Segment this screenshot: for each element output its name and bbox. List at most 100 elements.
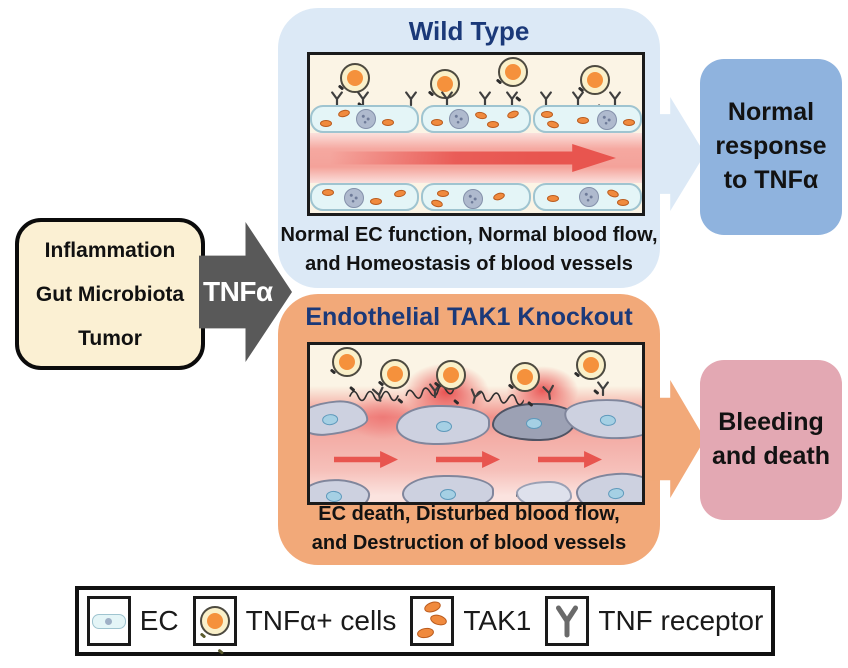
legend-label-tnf-receptor: TNF receptor <box>598 605 764 636</box>
tnfa-cell-icon <box>436 360 466 390</box>
tak1-icon <box>437 190 450 197</box>
dead-ec-cell <box>310 397 370 439</box>
ec-nucleus <box>436 421 452 432</box>
ec-nucleus <box>321 413 339 426</box>
legend-label-tnfa-cells: TNFα+ cells <box>245 605 397 636</box>
cause-inflammation: Inflammation <box>44 238 176 262</box>
tnf-receptor-icon <box>597 381 609 396</box>
knockout-outcome-arrow-icon <box>647 380 705 498</box>
tak1-icon <box>320 120 332 127</box>
tnfa-cell-icon <box>380 359 410 389</box>
tak1-icon <box>322 189 334 196</box>
knockout-caption: EC death, Disturbed blood flow, and Dest… <box>278 500 660 557</box>
wild-type-title: Wild Type <box>408 16 530 46</box>
tak1-icon <box>540 111 553 118</box>
ec-icon <box>86 596 131 646</box>
tak1-icon <box>487 121 500 128</box>
outcome-normal-label: Normal response to TNFα <box>715 98 827 194</box>
ec-nucleus <box>578 187 599 207</box>
tnf-receptor-icon <box>572 91 584 106</box>
dead-ec-cell <box>396 405 490 445</box>
disturbed-flow-arrow-icon <box>538 451 602 468</box>
tnfa-cell-icon <box>498 57 528 87</box>
dead-ec-cell <box>516 481 572 502</box>
tnf-receptor-icon <box>609 91 621 106</box>
tak1-icon <box>492 191 507 202</box>
dead-ec-cell <box>402 475 494 502</box>
wild-type-caption-line1: Normal EC function, Normal blood flow, <box>280 224 658 247</box>
ec-nucleus <box>463 189 484 209</box>
tak1-icon <box>410 596 455 646</box>
knockout-title: Endothelial TAK1 Knockout <box>305 303 633 331</box>
legend-item-tnfa-cells: TNFα+ cells <box>192 596 397 646</box>
tak1-icon <box>545 119 560 130</box>
wild-type-panel: Wild Type <box>278 8 660 288</box>
ec-nucleus <box>596 110 617 130</box>
wild-type-illustration <box>307 52 645 216</box>
legend-item-tak1: TAK1 <box>410 596 531 646</box>
tnf-receptor-icon <box>405 91 417 106</box>
tnf-receptor-icon <box>545 596 590 646</box>
disturbed-flow-arrow-icon <box>334 451 398 468</box>
ec-cell <box>532 105 642 133</box>
legend-label-tak1: TAK1 <box>463 605 532 636</box>
tnfa-cell-icon <box>510 362 540 392</box>
wild-type-caption: Normal EC function, Normal blood flow, a… <box>278 221 660 278</box>
dying-ec-cell <box>492 403 576 441</box>
ec-nucleus <box>356 109 376 129</box>
tak1-icon <box>576 117 589 124</box>
tnf-receptor-icon <box>479 91 491 106</box>
tak1-icon <box>616 199 629 206</box>
cause-gut-microbiota: Gut Microbiota <box>35 282 185 306</box>
blood-flow-arrow-icon <box>324 144 616 172</box>
legend-item-ec: EC <box>86 596 179 646</box>
causes-box: Inflammation Gut Microbiota Tumor <box>15 218 205 370</box>
knockout-caption-line2: and Destruction of blood vessels <box>311 531 627 554</box>
ec-row-top <box>310 105 642 133</box>
tak1-icon <box>393 188 407 199</box>
wild-type-caption-line2: and Homeostasis of blood vessels <box>305 252 633 275</box>
ec-row-bottom <box>310 183 642 211</box>
tnfa-cell-icon <box>340 63 370 93</box>
blood-flow <box>310 133 642 183</box>
outcome-bleeding-label: Bleeding and death <box>711 408 831 470</box>
ec-nucleus <box>449 109 470 129</box>
tnf-receptor-icon <box>371 386 387 403</box>
ec-cell <box>310 105 420 133</box>
tak1-icon <box>546 195 559 202</box>
tnfa-cell-icon <box>580 65 610 95</box>
cause-tumor: Tumor <box>78 326 142 350</box>
legend-item-tnf-receptor: TNF receptor <box>545 596 763 646</box>
tak1-icon <box>474 110 488 121</box>
dead-ec-cell <box>562 395 642 443</box>
tnf-receptor-icon <box>542 384 556 401</box>
ec-nucleus <box>607 487 625 500</box>
tak1-icon <box>430 198 445 209</box>
ec-nucleus <box>344 188 364 208</box>
tak1-icon <box>431 119 444 126</box>
tnf-receptor-icon <box>540 91 552 106</box>
ec-nucleus <box>440 489 456 500</box>
knockout-caption-line1: EC death, Disturbed blood flow, <box>318 503 620 526</box>
outcome-bleeding-box: Bleeding and death <box>700 360 842 520</box>
tnf-receptor-icon <box>357 91 369 106</box>
tak1-icon <box>506 109 521 120</box>
tak1-icon <box>382 119 394 126</box>
tnf-receptor-icon <box>331 91 343 106</box>
tnf-receptor-icon <box>441 91 453 106</box>
outcome-normal-box: Normal response to TNFα <box>700 59 842 235</box>
tnfa-cell-icon <box>576 350 606 380</box>
knockout-illustration <box>307 342 645 505</box>
tak1-icon <box>605 188 620 199</box>
tak1-icon <box>622 119 635 126</box>
legend-label-ec: EC <box>139 605 179 636</box>
knockout-panel: Endothelial TAK1 Knockout <box>278 294 660 565</box>
disturbed-flow-arrow-icon <box>436 451 500 468</box>
legend: EC TNFα+ cells TAK1 TNF receptor <box>75 586 775 656</box>
ec-cell <box>310 183 420 211</box>
ec-cell <box>421 183 531 211</box>
ec-nucleus <box>599 414 617 427</box>
ec-cell <box>532 183 642 211</box>
tak1-icon <box>337 108 351 119</box>
